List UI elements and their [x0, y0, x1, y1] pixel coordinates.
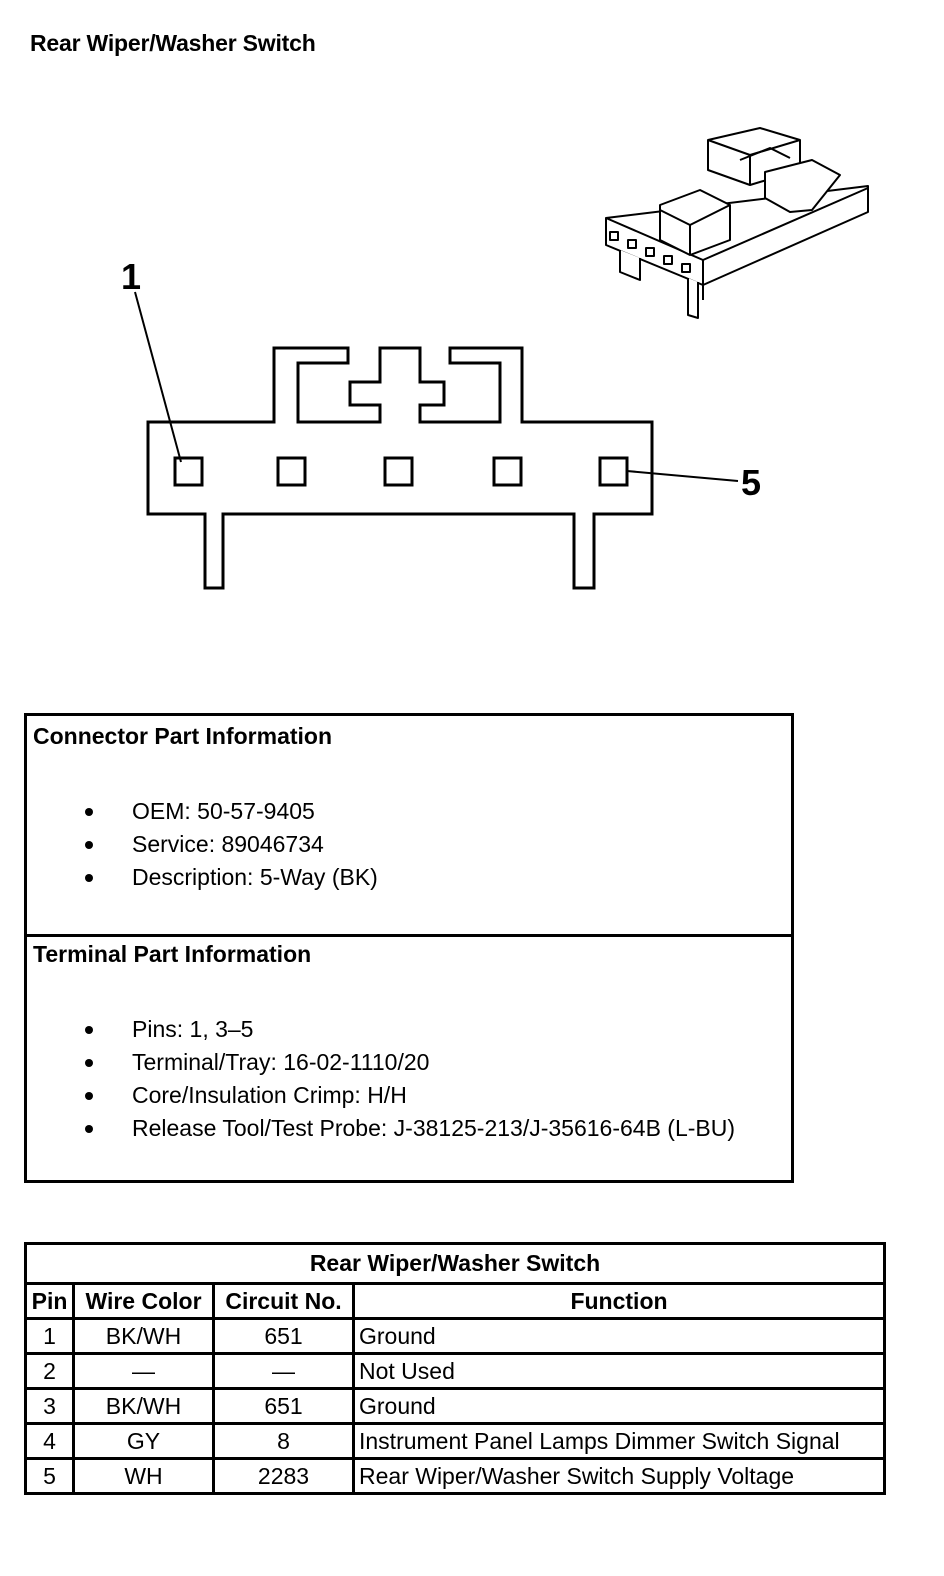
header-wire-color: Wire Color [72, 1282, 215, 1320]
connector-illustration [605, 127, 869, 319]
list-item: Service: 89046734 [27, 829, 378, 862]
cell-function: Not Used [352, 1352, 886, 1390]
cell-function: Ground [352, 1387, 886, 1425]
terminal-part-information: Terminal Part Information Pins: 1, 3–5 T… [27, 934, 791, 1180]
cell-pin: 1 [24, 1317, 75, 1355]
cell-circuit-no: 8 [212, 1422, 355, 1460]
connector-info-list: OEM: 50-57-9405 Service: 89046734 Descri… [27, 796, 378, 895]
table-row: 3 BK/WH 651 Ground [24, 1387, 886, 1425]
terminal-info-heading: Terminal Part Information [33, 941, 312, 967]
cell-pin: 2 [24, 1352, 75, 1390]
terminal-info-list: Pins: 1, 3–5 Terminal/Tray: 16-02-1110/2… [27, 1014, 735, 1146]
connector-part-information: Connector Part Information OEM: 50-57-94… [27, 716, 791, 937]
connector-info-heading: Connector Part Information [33, 723, 333, 749]
page-title: Rear Wiper/Washer Switch [30, 30, 316, 56]
part-information-box: Connector Part Information OEM: 50-57-94… [24, 713, 794, 1183]
table-caption: Rear Wiper/Washer Switch [24, 1242, 886, 1285]
table-row: 4 GY 8 Instrument Panel Lamps Dimmer Swi… [24, 1422, 886, 1460]
list-item: Description: 5-Way (BK) [27, 862, 378, 895]
cell-pin: 3 [24, 1387, 75, 1425]
cell-circuit-no: 651 [212, 1317, 355, 1355]
cell-wire-color: GY [72, 1422, 215, 1460]
cell-function: Instrument Panel Lamps Dimmer Switch Sig… [352, 1422, 886, 1460]
connector-diagram [134, 127, 869, 590]
header-pin: Pin [24, 1282, 75, 1320]
list-item: Pins: 1, 3–5 [27, 1014, 735, 1047]
list-item: OEM: 50-57-9405 [27, 796, 378, 829]
cell-wire-color: BK/WH [72, 1317, 215, 1355]
table-header-row: Pin Wire Color Circuit No. Function [24, 1282, 886, 1320]
cell-circuit-no: — [212, 1352, 355, 1390]
table-row: 5 WH 2283 Rear Wiper/Washer Switch Suppl… [24, 1457, 886, 1495]
pin-table: Rear Wiper/Washer Switch Pin Wire Color … [24, 1242, 886, 1495]
cell-wire-color: WH [72, 1457, 215, 1495]
table-row: 1 BK/WH 651 Ground [24, 1317, 886, 1355]
cell-pin: 4 [24, 1422, 75, 1460]
list-item: Release Tool/Test Probe: J-38125-213/J-3… [27, 1113, 735, 1146]
cell-circuit-no: 651 [212, 1387, 355, 1425]
cell-circuit-no: 2283 [212, 1457, 355, 1495]
list-item: Terminal/Tray: 16-02-1110/20 [27, 1047, 735, 1080]
pin-callout-last: 5 [741, 462, 762, 503]
cell-wire-color: — [72, 1352, 215, 1390]
header-function: Function [352, 1282, 886, 1320]
table-row: 2 — — Not Used [24, 1352, 886, 1390]
cell-wire-color: BK/WH [72, 1387, 215, 1425]
header-circuit-no: Circuit No. [212, 1282, 355, 1320]
pin-callout-first: 1 [121, 256, 142, 297]
cell-function: Ground [352, 1317, 886, 1355]
cell-function: Rear Wiper/Washer Switch Supply Voltage [352, 1457, 886, 1495]
list-item: Core/Insulation Crimp: H/H [27, 1080, 735, 1113]
cell-pin: 5 [24, 1457, 75, 1495]
